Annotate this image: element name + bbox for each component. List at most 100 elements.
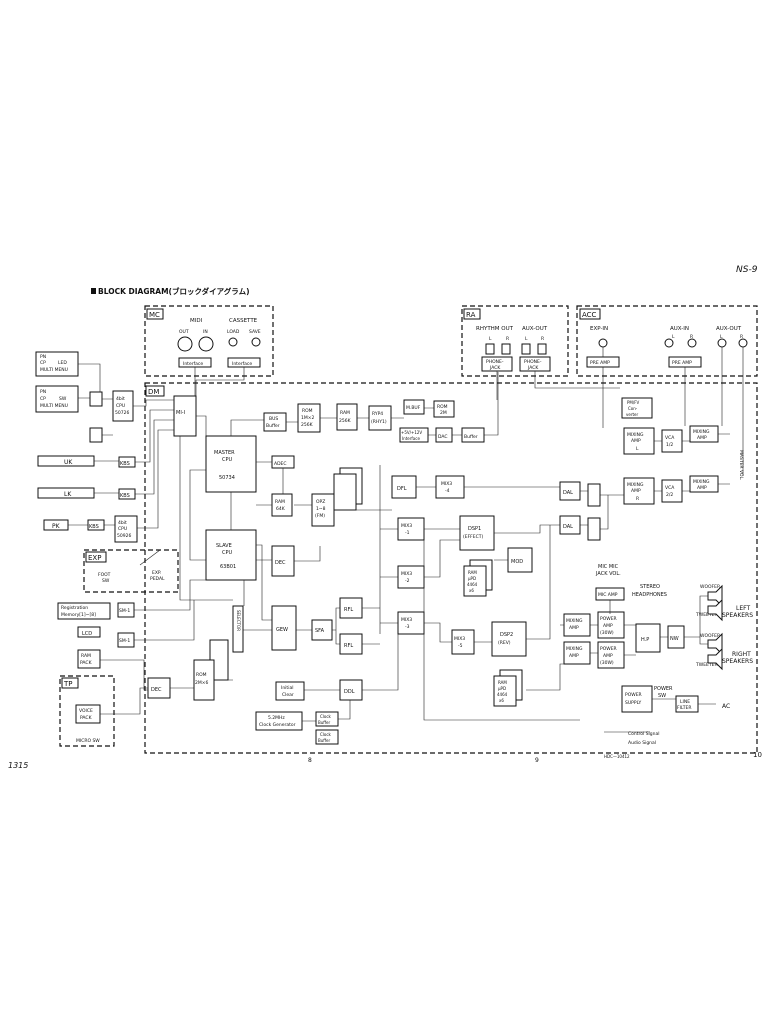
cassette-label: CASSETTE bbox=[229, 318, 258, 324]
ra-r-label: R bbox=[506, 336, 509, 342]
rom2m-2: 2M bbox=[440, 410, 447, 416]
title-bullet bbox=[91, 288, 96, 294]
opz-3: (FM) bbox=[315, 513, 325, 519]
mix4-amp-1: MIXING bbox=[566, 646, 583, 652]
mix-aux1-1: MIXING bbox=[693, 429, 710, 435]
mix31-1: MIX3 bbox=[401, 523, 412, 529]
mod-label: MOD bbox=[511, 559, 523, 565]
dsp2-1: DSP2 bbox=[500, 632, 513, 638]
mix3-3 bbox=[397, 611, 425, 635]
buffer-1-label: Buffer bbox=[464, 434, 478, 440]
foot-sw-label: SW bbox=[102, 578, 110, 584]
ram-dsp2-3: 4464 bbox=[497, 692, 508, 697]
pamp2-3: (30W) bbox=[600, 660, 614, 666]
clkbuf1-1: Clock bbox=[320, 714, 332, 719]
cpu1-a: 4bit bbox=[116, 396, 125, 402]
acc-aux-out-r: R bbox=[740, 334, 743, 340]
clock-gen-2: Clock Generator bbox=[259, 722, 296, 728]
ram-pack-1: RAM bbox=[81, 653, 91, 659]
line-filter-1: LINE bbox=[680, 699, 690, 705]
opz-stack-mid bbox=[333, 473, 357, 511]
exp-pedal-label: EXP. bbox=[152, 570, 161, 576]
ram64-1: RAM bbox=[275, 499, 285, 505]
aux-in-label: AUX-IN bbox=[670, 326, 689, 332]
kbs-1-label: KBS bbox=[120, 461, 130, 467]
ram-dsp1-1: RAM bbox=[468, 570, 477, 575]
exp-in-label: EXP-IN bbox=[590, 326, 608, 332]
mix-amp-l-1: MIXING bbox=[627, 432, 644, 438]
slave-cpu-1: SLAVE bbox=[216, 543, 232, 549]
slave-cpu-2: CPU bbox=[222, 550, 233, 556]
lk-label: LK bbox=[64, 491, 72, 498]
rfl1-label: RFL bbox=[344, 607, 353, 613]
mix32-1: MIX3 bbox=[401, 571, 412, 577]
pk-label: PK bbox=[52, 523, 61, 530]
exp-tag bbox=[85, 551, 107, 563]
ryp4 bbox=[368, 405, 392, 431]
interface-5v-1: +5V/+12V bbox=[401, 430, 422, 435]
acc-aux-in-l: L bbox=[672, 334, 675, 340]
dfl-label: DFL bbox=[397, 486, 407, 492]
ram-dsp2-4: x6 bbox=[499, 698, 504, 703]
foot-label: FOOT bbox=[98, 572, 111, 578]
left-page-number: 8 bbox=[308, 757, 312, 764]
mbuf-label: M.BUF bbox=[406, 405, 421, 411]
ddl-label: DDL bbox=[344, 689, 355, 695]
pamp1-2: AMP bbox=[603, 623, 613, 629]
rom2mb-1: ROM bbox=[196, 672, 207, 678]
ram-dsp1-4: x6 bbox=[469, 588, 474, 593]
mix3-amp-2: AMP bbox=[569, 625, 579, 631]
ra-aux-l-label: L bbox=[525, 336, 528, 342]
nw-label: NW bbox=[670, 636, 679, 642]
rom-2: 1M×2 bbox=[301, 415, 315, 421]
load-jack-icon bbox=[228, 337, 238, 347]
rom2m-1: ROM bbox=[437, 404, 448, 410]
ra-aux-r-label: R bbox=[541, 336, 544, 342]
power-supply-1: POWER bbox=[625, 692, 642, 698]
master-cpu-1: MASTER bbox=[214, 450, 235, 456]
power-supply bbox=[621, 685, 653, 713]
mix-amp-l-2: AMP bbox=[631, 438, 641, 444]
rfl2-label: RFL bbox=[344, 643, 353, 649]
tp-tag bbox=[61, 677, 79, 689]
mc-tag-label: MC bbox=[149, 311, 160, 319]
dec2-label: DEC bbox=[151, 687, 162, 693]
acc-aux-out-label: AUX-OUT bbox=[716, 326, 742, 332]
pn-led-1: PN bbox=[40, 354, 46, 360]
vca-2 bbox=[661, 479, 683, 503]
slave-cpu-3: 63B01 bbox=[220, 564, 236, 570]
ryp4-1: RYP4 bbox=[372, 411, 383, 417]
uk-label: UK bbox=[64, 459, 73, 466]
power-sw-label: POWER bbox=[654, 686, 673, 692]
rom-2m bbox=[433, 400, 455, 418]
load-label: LOAD bbox=[227, 329, 240, 335]
left-speakers-label: SPEAKERS bbox=[722, 612, 753, 619]
clkbuf2-2: Buffer bbox=[318, 738, 330, 743]
pedal-icon bbox=[139, 549, 161, 566]
line-filter-2: FILTER bbox=[677, 705, 692, 711]
mix34-1: MIX3 bbox=[441, 481, 452, 487]
pn-sw-2: CP bbox=[40, 396, 46, 402]
ryp4-2: (RHY1) bbox=[371, 419, 387, 425]
audio-signal-label: Audio Signal bbox=[628, 740, 656, 746]
mix-aux2-2: AMP bbox=[697, 485, 707, 491]
save-jack-icon bbox=[251, 337, 261, 347]
midi-out-jack-icon bbox=[177, 336, 193, 352]
phone-jack-2-line2: JACK bbox=[527, 365, 539, 371]
ra-section bbox=[461, 305, 569, 377]
clock-buffer-2 bbox=[315, 729, 339, 745]
mic-mic-label: MIC MIC bbox=[598, 564, 619, 570]
slave-cpu bbox=[205, 529, 257, 581]
acc-tag-label: ACC bbox=[582, 311, 597, 319]
cpu1-b: CPU bbox=[116, 403, 125, 409]
pmfv-3: verter bbox=[626, 412, 639, 417]
midi-in-label: IN bbox=[203, 329, 208, 335]
adec-label: ADEC bbox=[274, 461, 287, 467]
driver-2 bbox=[89, 427, 103, 443]
selector bbox=[232, 605, 244, 653]
rom-1: ROM bbox=[302, 408, 313, 414]
mixing-amp-4 bbox=[563, 641, 591, 665]
m-buf bbox=[403, 399, 425, 415]
mix-aux1-2: AMP bbox=[697, 435, 707, 441]
mix34-2: -4 bbox=[445, 488, 450, 494]
